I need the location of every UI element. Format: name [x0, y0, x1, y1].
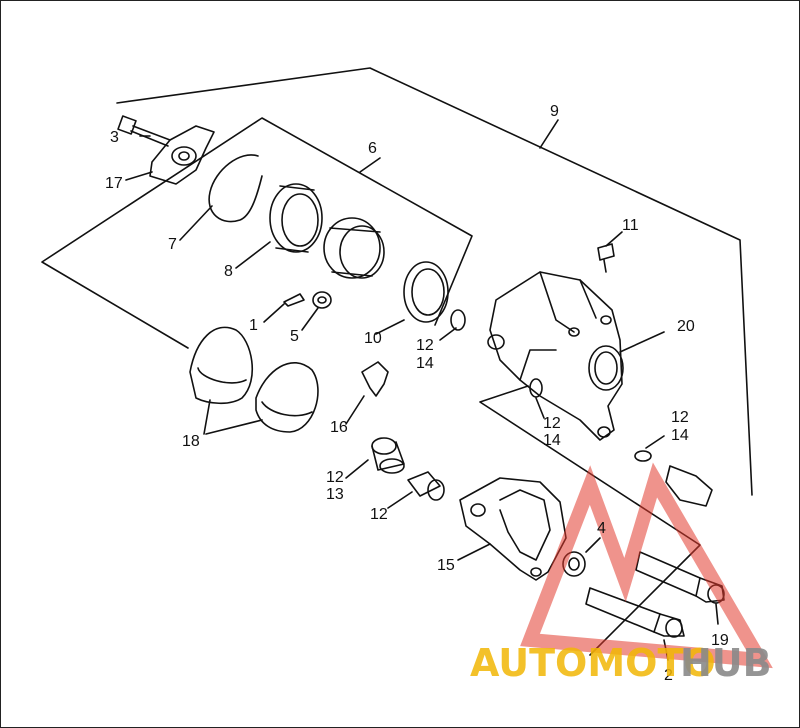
retaining-ring-7 — [208, 154, 263, 223]
bushing-5 — [312, 291, 332, 309]
o-ring-mid — [529, 378, 543, 398]
callout-9: 9 — [550, 103, 559, 120]
callout-14-b: 14 — [543, 432, 561, 449]
bolt-3 — [117, 115, 171, 147]
callout-19: 19 — [711, 632, 729, 649]
o-ring-top — [450, 309, 466, 331]
bracket-15 — [459, 477, 567, 581]
callout-12-b: 12 — [543, 415, 561, 432]
callout-20: 20 — [677, 318, 695, 335]
callout-10: 10 — [364, 330, 382, 347]
callout-2: 2 — [664, 667, 673, 684]
callout-12-d: 12 — [326, 469, 344, 486]
callout-13: 13 — [326, 486, 344, 503]
callout-4: 4 — [597, 520, 606, 537]
callout-3: 3 — [110, 129, 119, 146]
callout-15: 15 — [437, 557, 455, 574]
caliper-body-20 — [487, 271, 624, 441]
group-bracket-9 — [116, 67, 753, 496]
callout-14-c: 14 — [671, 427, 689, 444]
watermark-text-hub: HUB — [680, 641, 772, 685]
callout-12-e: 12 — [370, 506, 388, 523]
bushing-12 — [407, 471, 445, 501]
guide-pin-right — [634, 450, 713, 507]
callout-6: 6 — [368, 140, 377, 157]
piston — [323, 217, 385, 279]
seal-8 — [269, 183, 323, 253]
callout-5: 5 — [290, 328, 299, 345]
seal-10 — [403, 261, 449, 323]
callout-16: 16 — [330, 419, 348, 436]
callout-1: 1 — [249, 317, 258, 334]
callout-7: 7 — [168, 236, 177, 253]
plate-17 — [149, 125, 215, 185]
pin-1 — [283, 293, 305, 307]
sleeve-12-13 — [371, 437, 405, 474]
watermark-text-auto: AUTOMOTO — [470, 641, 716, 685]
group-bracket-6 — [41, 117, 473, 349]
callout-8: 8 — [224, 263, 233, 280]
clip-16 — [361, 361, 389, 397]
callout-18: 18 — [182, 433, 200, 450]
callout-17: 17 — [105, 175, 123, 192]
bolt-2 — [585, 587, 685, 638]
callout-11: 11 — [622, 217, 639, 234]
callout-14-a: 14 — [416, 355, 434, 372]
brake-pads-18 — [189, 326, 319, 433]
callout-12-c: 12 — [671, 409, 689, 426]
callout-12-a: 12 — [416, 337, 434, 354]
